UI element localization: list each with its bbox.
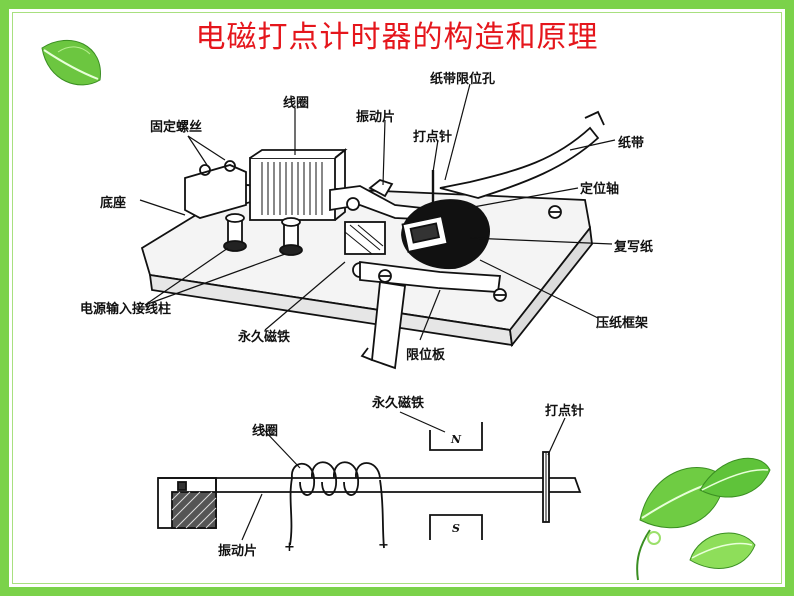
label-bottom-coil: 线圈 bbox=[252, 424, 279, 439]
label-base: 底座 bbox=[100, 196, 127, 211]
label-plus: + bbox=[284, 540, 295, 555]
label-power-terminals: 电源输入接线柱 bbox=[80, 302, 172, 317]
label-paper-limit-hole: 纸带限位孔 bbox=[430, 72, 496, 87]
label-paper-tape: 纸带 bbox=[618, 136, 645, 151]
label-vibrating-piece: 振动片 bbox=[356, 110, 396, 125]
label-bottom-vibrating-piece: 振动片 bbox=[218, 544, 258, 559]
top-leader-lines bbox=[139, 83, 616, 341]
label-paper-press-frame: 压纸框架 bbox=[596, 316, 649, 331]
label-fixing-screw: 固定螺丝 bbox=[150, 120, 203, 135]
label-limit-plate: 限位板 bbox=[406, 348, 446, 363]
principle-drawing bbox=[157, 422, 582, 549]
bottom-leader-lines bbox=[241, 411, 566, 541]
label-minus: − bbox=[378, 538, 389, 553]
label-north-pole: N bbox=[451, 433, 462, 446]
leaf-decoration-top-icon bbox=[41, 39, 101, 86]
slide-inner-border bbox=[12, 12, 782, 584]
label-positioning-shaft: 定位轴 bbox=[580, 182, 620, 197]
leaf-decoration-bottom-icon bbox=[636, 457, 771, 581]
timer-device-drawing bbox=[140, 110, 605, 370]
label-bottom-marking-needle: 打点针 bbox=[545, 404, 585, 419]
label-marking-needle: 打点针 bbox=[413, 130, 453, 145]
label-south-pole: S bbox=[452, 522, 460, 535]
label-carbon-paper: 复写纸 bbox=[614, 240, 654, 255]
label-coil: 线圈 bbox=[283, 96, 310, 111]
label-permanent-magnet: 永久磁铁 bbox=[238, 330, 291, 345]
slide-title: 电磁打点计时器的构造和原理 bbox=[195, 20, 599, 55]
label-bottom-permanent-magnet: 永久磁铁 bbox=[372, 396, 425, 411]
